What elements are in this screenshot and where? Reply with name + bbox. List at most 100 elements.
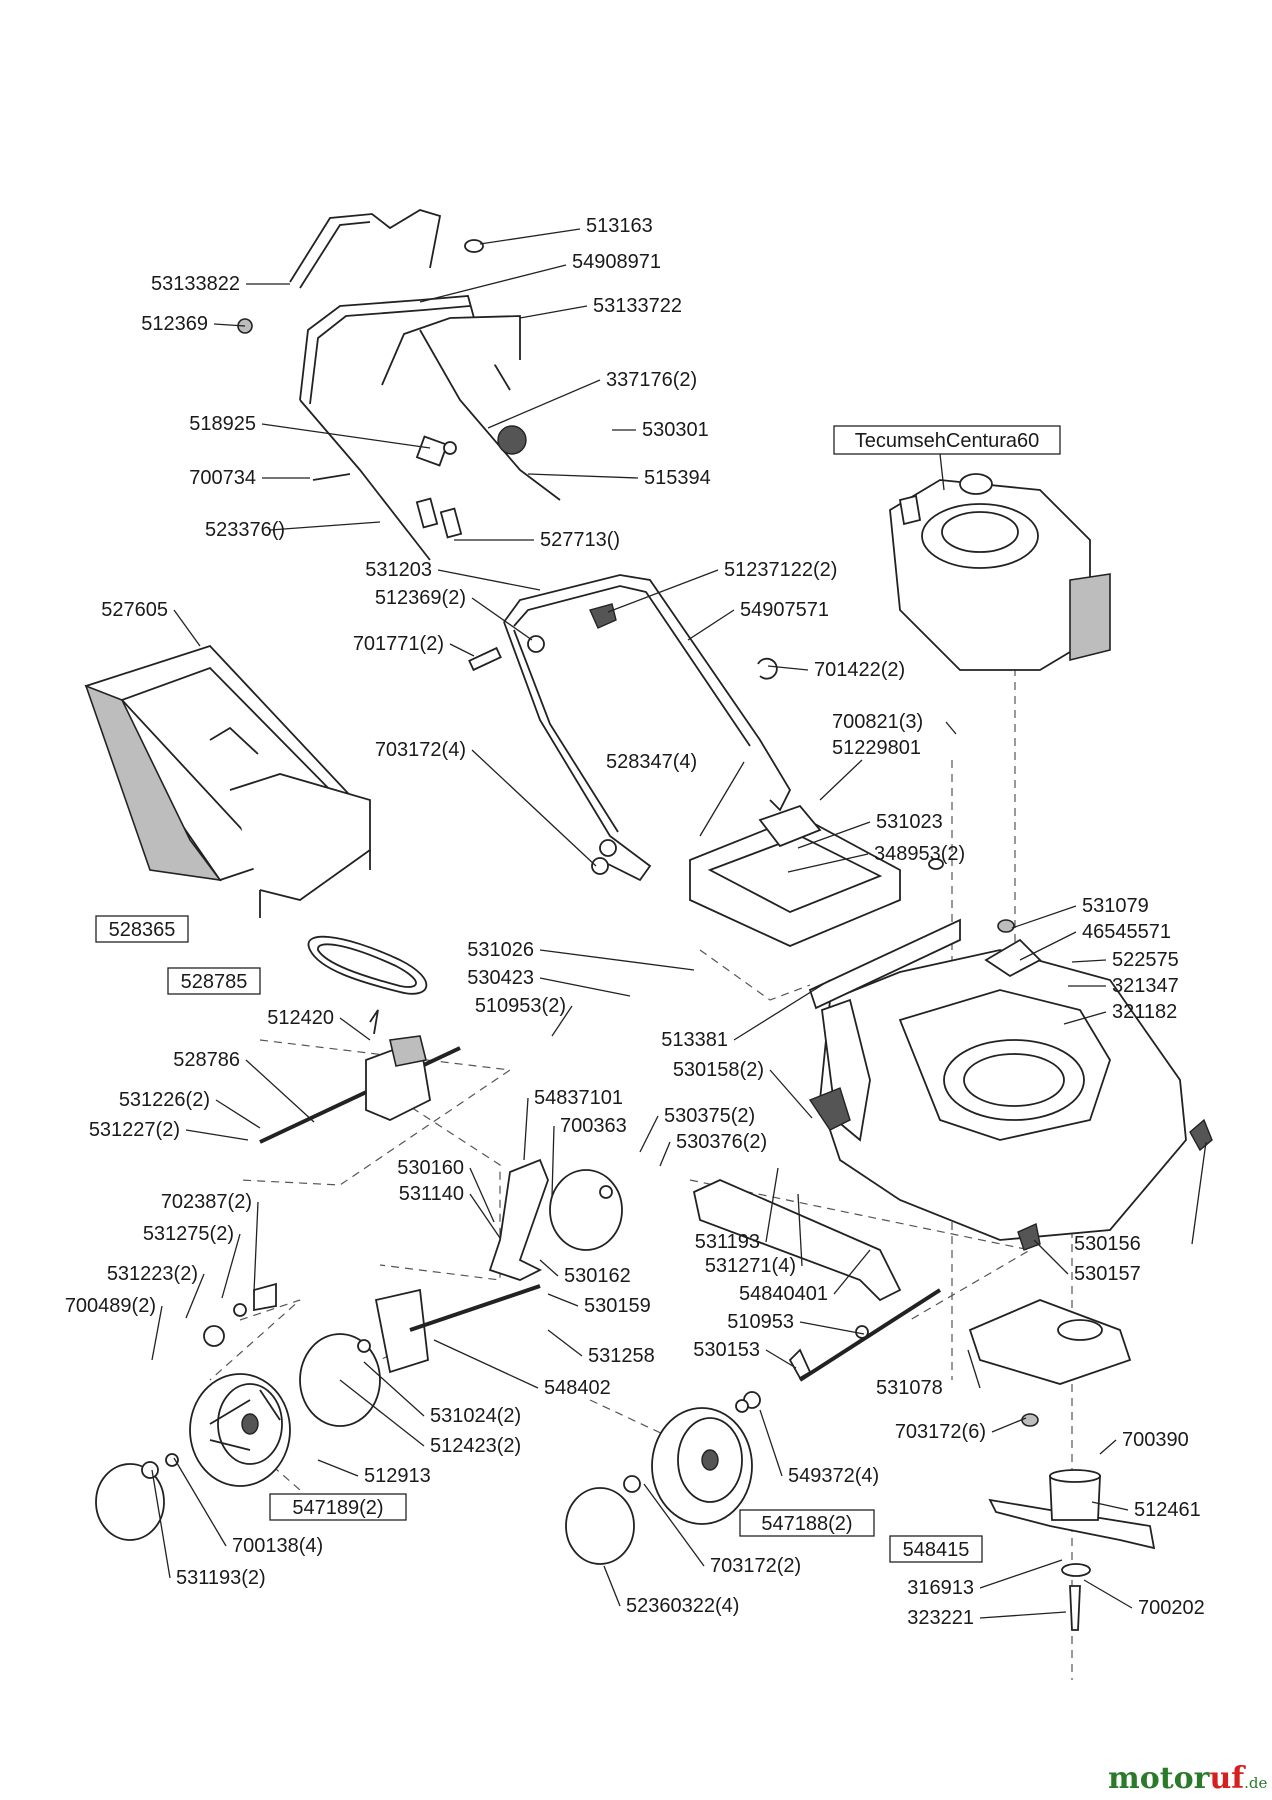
leader-line: [1191, 1141, 1207, 1245]
leader-line: [487, 379, 601, 429]
leader-lines: [151, 228, 1207, 1619]
leader-line: [173, 1457, 227, 1547]
leader-line: [449, 643, 475, 657]
leader-line: [437, 569, 541, 591]
part-number-label: 530160: [397, 1157, 464, 1179]
leader-line: [173, 609, 201, 647]
part-number-label: 530153: [693, 1339, 760, 1361]
boxed-part-number-label: 547188(2): [761, 1513, 852, 1535]
part-number-label: 54840401: [739, 1283, 828, 1305]
leader-line: [151, 1305, 163, 1361]
leader-line: [469, 1167, 495, 1223]
part-number-label: 531024(2): [430, 1405, 521, 1427]
part-number-label: 700734: [189, 467, 256, 489]
leader-line: [1011, 905, 1077, 929]
part-number-label: 701422(2): [814, 659, 905, 681]
engine-label: TecumsehCentura60: [855, 430, 1040, 452]
part-number-label: 548402: [544, 1377, 611, 1399]
boxed-label-frame: [95, 915, 189, 943]
leader-line: [363, 1361, 425, 1417]
part-number-label: 321182: [1112, 1001, 1177, 1023]
part-number-label: 531223(2): [107, 1263, 198, 1285]
watermark-part3: .de: [1244, 1774, 1267, 1792]
leader-line: [797, 821, 871, 849]
part-number-label: 700821(3): [832, 711, 923, 733]
part-number-label: 530162: [564, 1265, 631, 1287]
part-number-label: 528347(4): [606, 751, 697, 773]
part-number-label: 531193: [695, 1231, 760, 1253]
watermark-part2: uf: [1209, 1761, 1246, 1796]
drive-belt: [307, 935, 428, 995]
part-number-label: 54908971: [572, 251, 661, 273]
watermark-part1: motor: [1108, 1761, 1211, 1796]
leader-line: [1063, 1011, 1107, 1025]
leader-line: [967, 1349, 981, 1389]
engine: [889, 473, 1111, 671]
leader-line: [991, 1417, 1027, 1433]
part-number-label: 702387(2): [161, 1191, 252, 1213]
leader-line: [659, 1141, 671, 1167]
leader-line: [797, 1193, 803, 1267]
part-number-label: 337176(2): [606, 369, 697, 391]
leader-line: [519, 305, 588, 319]
part-number-label: 531226(2): [119, 1089, 210, 1111]
blade-assembly: [968, 1299, 1156, 1631]
leader-line: [759, 1409, 783, 1477]
leader-line: [527, 473, 639, 479]
boxed-part-number-label: 528365: [109, 919, 176, 941]
leader-line: [539, 1259, 559, 1277]
rear-flap: [689, 804, 944, 947]
leader-line: [151, 1469, 171, 1579]
right-wheel-assembly: [565, 1179, 942, 1565]
part-number-label: 46545571: [1082, 921, 1171, 943]
boxed-label-frame: [739, 1509, 875, 1537]
part-number-label: 530157: [1074, 1263, 1141, 1285]
leader-line: [539, 977, 631, 997]
leader-line: [547, 1329, 583, 1357]
leader-line: [687, 609, 735, 641]
part-number-label: 54907571: [740, 599, 829, 621]
leader-line: [339, 1379, 425, 1447]
part-number-label: 701771(2): [353, 633, 444, 655]
part-number-label: 549372(4): [788, 1465, 879, 1487]
leader-line: [245, 1059, 315, 1123]
part-number-label: 512369: [141, 313, 208, 335]
part-number-label: 513163: [586, 215, 653, 237]
part-number-label: 531079: [1082, 895, 1149, 917]
part-number-label: 316913: [907, 1577, 974, 1599]
leader-line: [819, 759, 863, 801]
part-number-label: 527713(): [540, 529, 620, 551]
boxed-part-number-label: 547189(2): [292, 1497, 383, 1519]
part-number-label: 530375(2): [664, 1105, 755, 1127]
part-number-label: 530423: [467, 967, 534, 989]
part-number-label: 530159: [584, 1295, 651, 1317]
leader-line: [213, 323, 246, 327]
leader-line: [419, 264, 567, 303]
leader-line: [979, 1611, 1067, 1619]
part-number-label: 531203: [365, 559, 432, 581]
leader-line: [1091, 1501, 1129, 1511]
leader-line: [253, 1201, 259, 1293]
part-number-label: 700138(4): [232, 1535, 323, 1557]
part-number-label: 531271(4): [705, 1255, 796, 1277]
boxed-label-frame: [269, 1493, 407, 1521]
part-number-label: 53133822: [151, 273, 240, 295]
part-number-label: 531026: [467, 939, 534, 961]
part-number-label: 512420: [267, 1007, 334, 1029]
part-number-label: 530301: [642, 419, 709, 441]
part-number-label: 700390: [1122, 1429, 1189, 1451]
gearbox-assembly: [259, 1009, 461, 1144]
boxed-part-number-label: 528785: [181, 971, 248, 993]
part-number-label: 700363: [560, 1115, 627, 1137]
leader-line: [765, 1349, 797, 1369]
leader-line: [769, 1069, 813, 1119]
part-number-label: 51229801: [832, 737, 921, 759]
part-number-label: 321347: [1112, 975, 1179, 997]
leader-line: [799, 1321, 865, 1335]
leader-line: [733, 979, 831, 1041]
leader-line: [547, 1293, 579, 1307]
leader-line: [339, 1017, 371, 1041]
part-number-label: 53133722: [593, 295, 682, 317]
part-number-label: 512369(2): [375, 587, 466, 609]
part-number-label: 700489(2): [65, 1295, 156, 1317]
